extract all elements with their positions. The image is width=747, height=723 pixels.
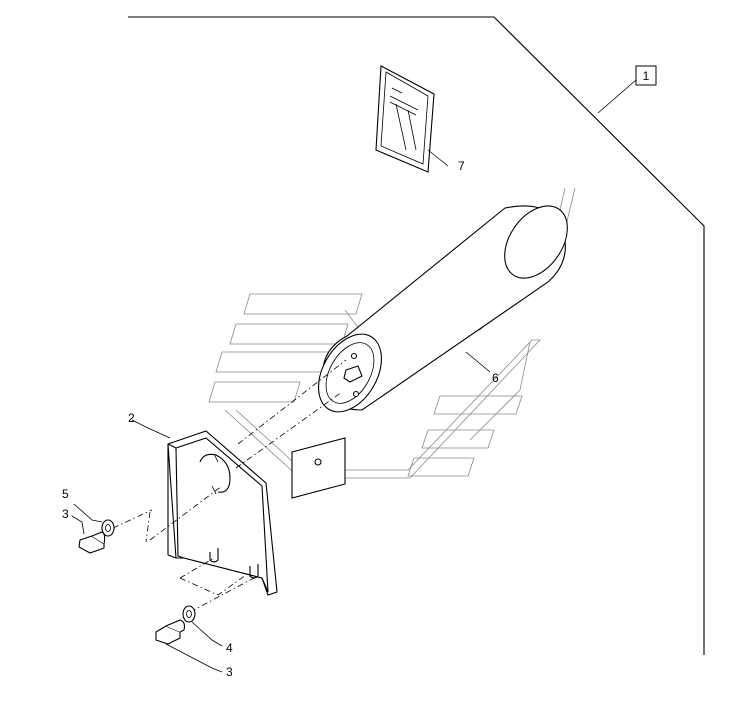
assembly-guide-lines	[112, 359, 347, 613]
callout-3-lower: 3	[226, 665, 233, 679]
callout-3-upper: 3	[62, 507, 69, 521]
callout-6: 6	[492, 371, 499, 385]
mounting-plate: 2	[128, 411, 346, 596]
callout-5: 5	[62, 487, 69, 501]
lower-fasteners: 4 3	[155, 605, 233, 679]
storage-tube: 6	[318, 205, 568, 413]
bolt-lower	[155, 619, 186, 645]
upper-fasteners: 5 3	[62, 487, 115, 554]
bolt-upper	[78, 531, 106, 554]
callout-2: 2	[128, 411, 135, 425]
callout-4: 4	[226, 641, 233, 655]
callout-box-1	[635, 65, 657, 86]
callout-1: 1	[643, 69, 650, 83]
manual-booklet: 7	[375, 65, 465, 173]
callout-7: 7	[458, 159, 465, 173]
assembly-frame: 1	[128, 16, 705, 655]
